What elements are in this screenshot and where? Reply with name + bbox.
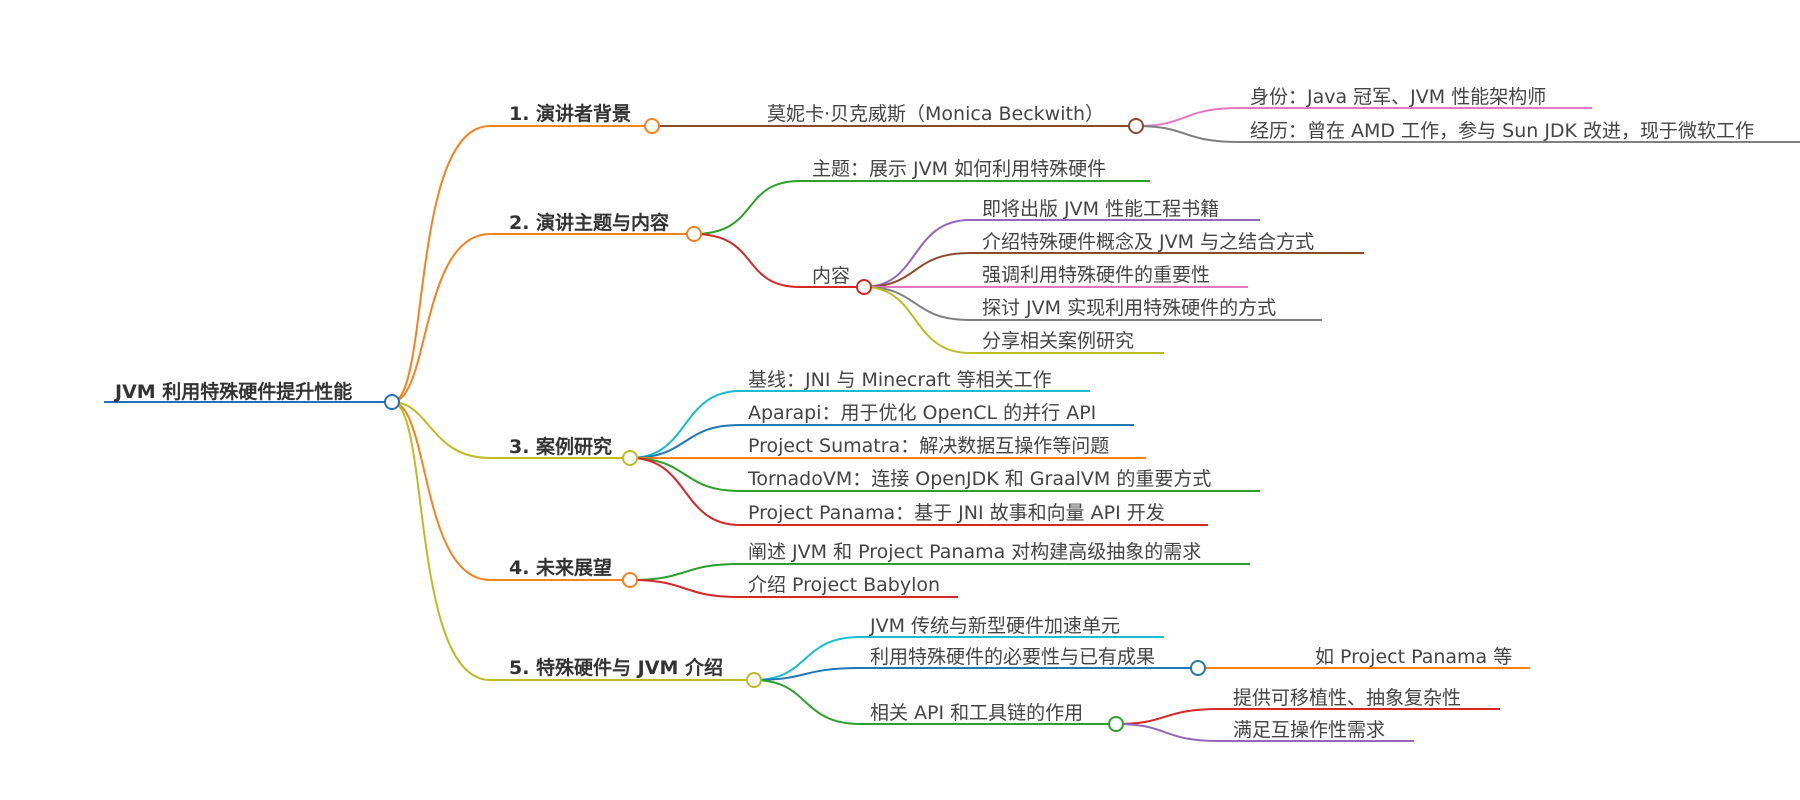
b4-item-1: 介绍 Project Babylon [748, 574, 940, 596]
edge-b4-item-1 [629, 579, 958, 598]
b1-identity: 身份：Java 冠军、JVM 性能架构师 [1250, 86, 1546, 108]
branch-2: 2. 演讲主题与内容 主题：展示 JVM 如何利用特殊硬件 内容 即将出版 JV… [509, 158, 1364, 354]
b5-api: 相关 API 和工具链的作用 [870, 702, 1083, 724]
b5-api-item-1: 满足互操作性需求 [1233, 719, 1385, 741]
b1-experience: 经历：曾在 AMD 工作，参与 Sun JDK 改进，现于微软工作 [1250, 120, 1754, 142]
b1-speaker-node[interactable] [1128, 118, 1144, 134]
edge-content-item-4 [863, 286, 1164, 354]
edge-root-b3 [391, 401, 630, 459]
b1-node[interactable] [644, 118, 660, 134]
b2-item-2: 强调利用特殊硬件的重要性 [982, 264, 1210, 286]
b5-node[interactable] [746, 672, 762, 688]
edge-content-item-1 [863, 252, 1364, 288]
b5-api-node[interactable] [1108, 716, 1124, 732]
b4-node[interactable] [622, 572, 638, 588]
b5-api-item-0: 提供可移植性、抽象复杂性 [1233, 687, 1461, 709]
edge-api-item-1 [1115, 723, 1414, 742]
b2-item-0: 即将出版 JVM 性能工程书籍 [982, 198, 1219, 220]
b2-item-3: 探讨 JVM 实现利用特殊硬件的方式 [982, 297, 1276, 319]
b2-node[interactable] [686, 226, 702, 242]
b3-title: 3. 案例研究 [509, 435, 612, 458]
b2-item-4: 分享相关案例研究 [982, 330, 1134, 352]
b5-traditional: JVM 传统与新型硬件加速单元 [869, 615, 1120, 637]
edge-b5-necessity [753, 667, 1198, 681]
edge-b2-topic [693, 180, 1150, 235]
b5-title: 5. 特殊硬件与 JVM 介绍 [509, 656, 723, 679]
b4-item-0: 阐述 JVM 和 Project Panama 对构建高级抽象的需求 [748, 541, 1201, 563]
edge-root-b4 [391, 401, 630, 581]
b3-item-1: Aparapi：用于优化 OpenCL 的并行 API [748, 402, 1096, 424]
edge-b5-api [753, 679, 1116, 725]
branch-1: 1. 演讲者背景 莫妮卡·贝克威斯（Monica Beckwith） 身份：Ja… [509, 86, 1800, 143]
root-node[interactable] [384, 394, 400, 410]
b1-title: 1. 演讲者背景 [509, 102, 631, 125]
root-edges [391, 125, 754, 681]
edge-content-item-3 [863, 286, 1322, 321]
b3-item-4: Project Panama：基于 JNI 故事和向量 API 开发 [748, 502, 1165, 524]
edge-b3-item-4 [629, 457, 1208, 526]
edge-root-b1 [391, 125, 650, 403]
b5-necessity-node[interactable] [1190, 660, 1206, 676]
b2-topic: 主题：展示 JVM 如何利用特殊硬件 [812, 158, 1106, 180]
b2-title: 2. 演讲主题与内容 [509, 211, 669, 234]
edge-speaker-experience [1135, 125, 1800, 143]
edge-b3-item-1 [629, 424, 1134, 459]
root-label: JVM 利用特殊硬件提升性能 [113, 380, 352, 403]
edge-b3-item-3 [629, 457, 1260, 492]
branch-5: 5. 特殊硬件与 JVM 介绍 JVM 传统与新型硬件加速单元 利用特殊硬件的必… [509, 615, 1530, 742]
b3-node[interactable] [622, 450, 638, 466]
edge-content-item-0 [863, 219, 1260, 288]
b4-title: 4. 未来展望 [509, 556, 612, 579]
b5-necessity: 利用特殊硬件的必要性与已有成果 [870, 646, 1155, 668]
branch-4: 4. 未来展望 阐述 JVM 和 Project Panama 对构建高级抽象的… [509, 541, 1250, 598]
branch-3: 3. 案例研究 基线：JNI 与 Minecraft 等相关工作 Aparapi… [509, 369, 1260, 526]
edge-b4-item-0 [629, 563, 1250, 581]
edge-speaker-identity [1135, 107, 1592, 127]
edge-b5-traditional [753, 636, 1164, 681]
b2-content-node[interactable] [856, 279, 872, 295]
b3-item-3: TornadoVM：连接 OpenJDK 和 GraalVM 的重要方式 [747, 468, 1211, 490]
edge-b2-content [693, 233, 864, 288]
edge-b3-item-0 [629, 390, 1090, 459]
b3-item-2: Project Sumatra：解决数据互操作等问题 [748, 435, 1109, 457]
b2-content: 内容 [812, 265, 850, 287]
edge-root-b5 [391, 401, 754, 681]
edge-api-item-0 [1115, 708, 1500, 725]
b1-speaker: 莫妮卡·贝克威斯（Monica Beckwith） [767, 103, 1104, 125]
b2-item-1: 介绍特殊硬件概念及 JVM 与之结合方式 [982, 230, 1314, 253]
b3-item-0: 基线：JNI 与 Minecraft 等相关工作 [748, 369, 1052, 391]
edge-root-b2 [391, 233, 694, 403]
b5-necessity-example: 如 Project Panama 等 [1315, 646, 1512, 668]
